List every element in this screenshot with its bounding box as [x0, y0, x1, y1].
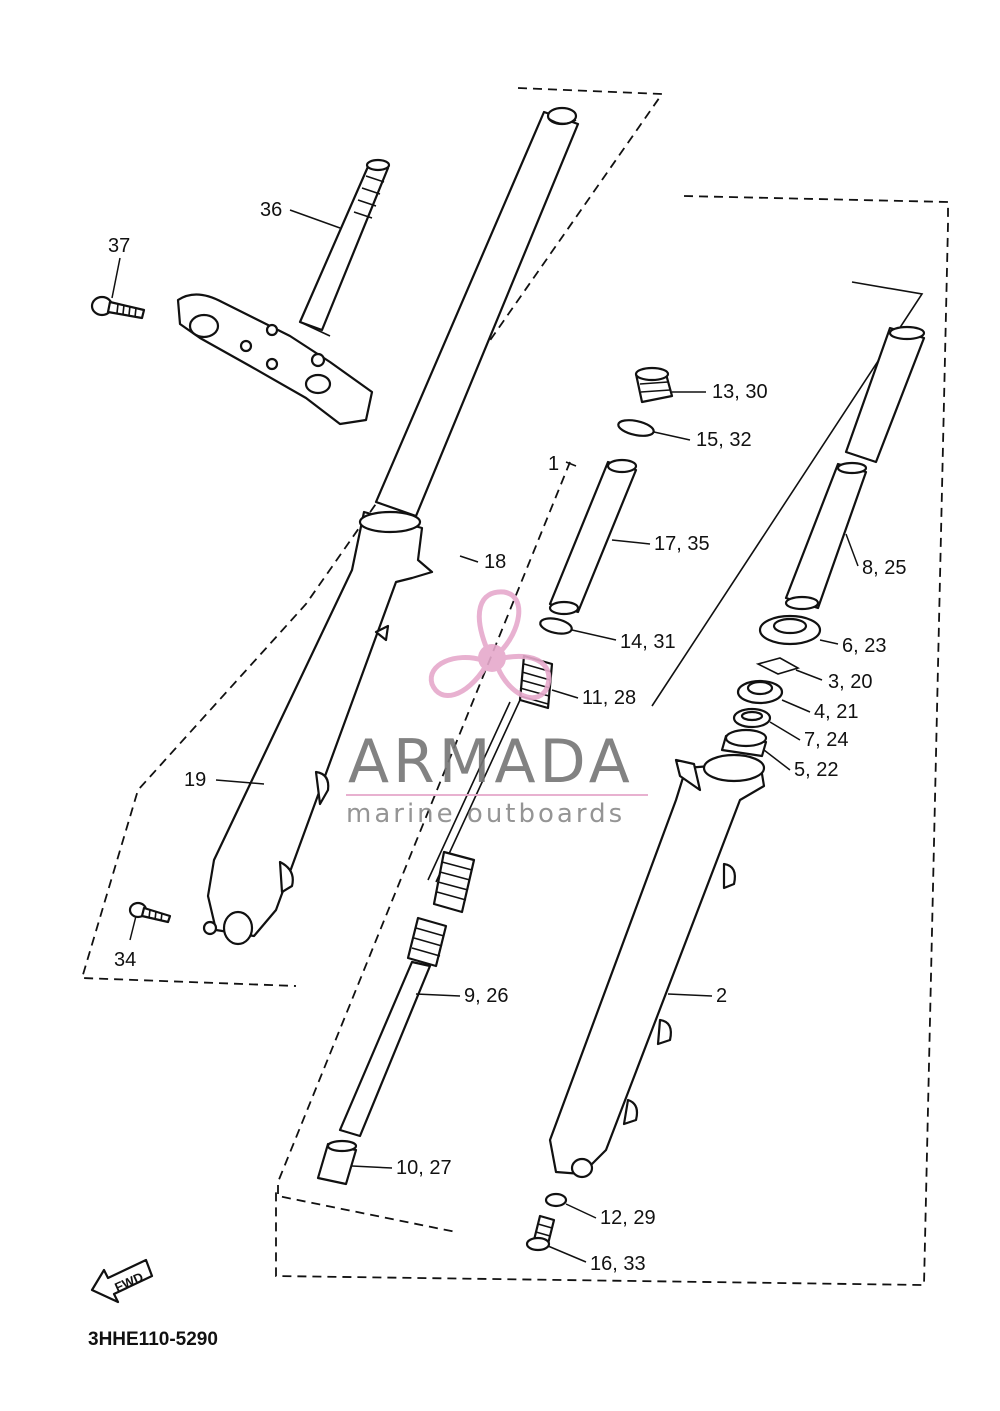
- callout-11-28: 11, 28: [582, 687, 636, 709]
- outer-tube-right: [548, 753, 766, 1179]
- callout-36: 36: [260, 199, 282, 221]
- callout-13-30: 13, 30: [712, 381, 768, 403]
- washer-14: [539, 617, 573, 635]
- slide-bushing: [732, 707, 772, 729]
- callout-16-33: 16, 33: [590, 1253, 646, 1275]
- callout-7-24: 7, 24: [804, 729, 848, 751]
- callout-6-23: 6, 23: [842, 635, 886, 657]
- callout-14-31: 14, 31: [620, 631, 676, 653]
- steering-stem: [298, 158, 391, 332]
- callout-4-21: 4, 21: [814, 701, 858, 723]
- retaining-clip: [755, 657, 801, 675]
- group-boundary-left: [80, 87, 664, 987]
- damper-cartridge-upper: [844, 325, 926, 464]
- callout-10-27: 10, 27: [396, 1157, 452, 1179]
- guide-bushing: [720, 728, 768, 758]
- callout-17-35: 17, 35: [654, 533, 710, 555]
- cap-bolt: [634, 366, 674, 404]
- callout-37: 37: [108, 235, 130, 257]
- fork-spring-lower: [432, 850, 476, 914]
- bolt-37: [90, 295, 146, 320]
- damper-rod: [338, 916, 448, 1138]
- callout-2: 2: [716, 985, 727, 1007]
- o-ring: [617, 419, 655, 437]
- damper-bolt: [525, 1214, 556, 1252]
- callout-19: 19: [184, 769, 206, 791]
- group-boundary-inner: [277, 461, 571, 1233]
- diagram-code: 3HHE110-5290: [88, 1329, 218, 1350]
- armada-watermark: ARMADA marine outboards: [346, 589, 648, 829]
- oil-lock-piece: [316, 1139, 358, 1186]
- callout-9-26: 9, 26: [464, 985, 508, 1007]
- damper-cartridge-lower: [784, 461, 868, 611]
- propeller-logo-icon: [428, 589, 552, 701]
- callout-8-25: 8, 25: [862, 557, 906, 579]
- watermark-subtitle: marine outboards: [346, 799, 625, 829]
- outer-tube-left: [202, 510, 434, 946]
- callout-1: 1: [548, 453, 559, 475]
- callout-5-22: 5, 22: [794, 759, 838, 781]
- group-boundary-right: [275, 195, 949, 1286]
- seal-washer: [736, 679, 784, 705]
- callout-3-20: 3, 20: [828, 671, 872, 693]
- spacer-tube: [548, 458, 638, 616]
- callout-12-29: 12, 29: [600, 1207, 656, 1229]
- callout-34: 34: [114, 949, 136, 971]
- watermark-title: ARMADA: [348, 727, 634, 797]
- drain-washer: [544, 1192, 568, 1208]
- callout-18: 18: [484, 551, 506, 573]
- leader-lines: [111, 209, 859, 1263]
- bolt-34: [128, 901, 172, 924]
- group-boundary-cartridge: [651, 281, 924, 707]
- under-bracket: [176, 293, 374, 426]
- oil-seal: [758, 614, 822, 646]
- callout-15-32: 15, 32: [696, 429, 752, 451]
- fwd-arrow-icon: FWD: [90, 1258, 154, 1304]
